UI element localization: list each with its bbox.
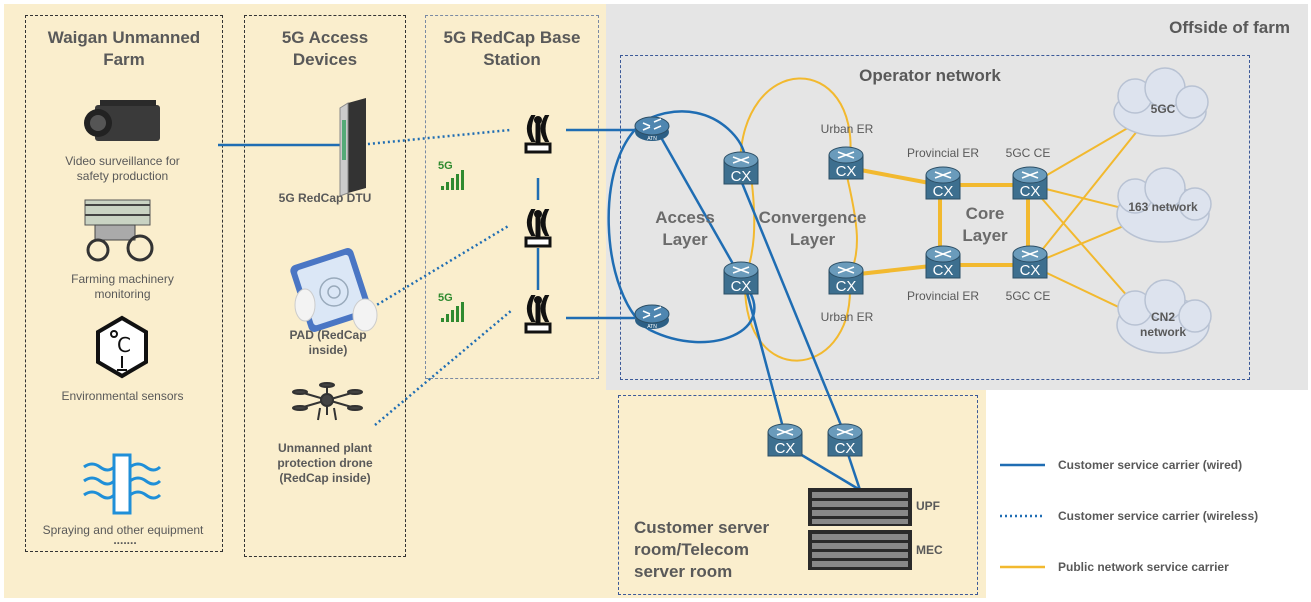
signal-icon-bottom — [441, 302, 464, 322]
convergence-layer-label: Convergence Layer — [758, 208, 867, 249]
pad-label: PAD (RedCap inside) — [289, 328, 367, 357]
legend-wireless-label: Customer service carrier (wireless) — [1058, 509, 1259, 523]
offside-title: Offside of farm — [1169, 18, 1290, 37]
provincial-er-bottom-label: Provincial ER — [906, 289, 980, 303]
farm-group-box — [25, 15, 223, 552]
atn-router-top — [634, 116, 670, 143]
core-ce-bottom-label: 5GC CE — [1005, 289, 1051, 303]
core-layer-label: Core Layer — [962, 204, 1008, 245]
base-station-tower-middle — [524, 205, 551, 246]
access-devices-title: 5G Access Devices — [281, 28, 369, 69]
upf-label: UPF — [916, 499, 940, 513]
core-ce-router-top — [1012, 166, 1048, 201]
provincial-er-top-label: Provincial ER — [906, 146, 980, 160]
drone-label: Unmanned plant protection drone (RedCap … — [277, 441, 373, 485]
access-layer-label: Access Layer — [655, 208, 715, 249]
operator-network-box — [620, 55, 1250, 380]
base-station-tower-top — [524, 111, 551, 152]
server-room-box — [618, 395, 978, 595]
atn-router-bottom — [634, 304, 670, 331]
cloud-163-label: 163 network — [1128, 200, 1198, 214]
cloud-5gc-icon — [1113, 67, 1209, 137]
drone-icon — [292, 382, 363, 421]
cloud-cn2-label: CN2 network — [1139, 310, 1186, 339]
core-ce-top-label: 5GC CE — [1005, 146, 1051, 160]
base-station-tower-bottom — [524, 291, 551, 332]
dtu-device-icon — [339, 98, 366, 197]
wired-links — [218, 110, 862, 492]
signal-icon-top — [441, 170, 464, 190]
signal-label-top: 5G — [438, 160, 453, 172]
more-items-ellipsis: ....... — [113, 533, 137, 547]
operator-network-title: Operator network — [859, 66, 1001, 85]
core-ce-router-bottom — [1012, 245, 1048, 280]
cloud-163-icon — [1116, 167, 1212, 243]
wireless-links — [357, 128, 513, 426]
urban-er-top-label: Urban ER — [820, 122, 874, 136]
convergence-router-top — [723, 151, 759, 186]
provincial-er-router-bottom — [925, 245, 961, 280]
urban-er-router-top — [828, 146, 864, 181]
spraying-equipment-icon — [83, 453, 162, 515]
signal-label-bottom: 5G — [438, 292, 453, 304]
cloud-5gc-label: 5GC — [1150, 102, 1176, 116]
provincial-er-router-top — [925, 166, 961, 201]
server-room-background — [606, 390, 986, 598]
redcap-group-box — [425, 15, 599, 379]
video-surveillance-label: Video surveillance for safety production — [65, 154, 180, 183]
farm-title: Waigan Unmanned Farm — [47, 28, 201, 69]
server-router-left — [767, 423, 803, 458]
farming-machinery-label: Farming machinery monitoring — [71, 272, 174, 301]
upf-server-icon — [808, 488, 912, 526]
convergence-router-bottom — [723, 261, 759, 296]
legend-public-label: Public network service carrier — [1058, 560, 1229, 574]
spraying-equipment-label: Spraying and other equipment — [42, 523, 204, 537]
redcap-base-station-title: 5G RedCap Base Station — [443, 28, 581, 69]
server-router-right — [827, 423, 863, 458]
environmental-sensor-icon: C — [96, 315, 148, 379]
server-room-title: Customer server room/Telecom server room — [634, 518, 770, 581]
urban-er-bottom-label: Urban ER — [820, 310, 874, 324]
access-devices-group-box — [244, 15, 406, 557]
camera-icon — [84, 100, 160, 141]
mec-server-icon — [808, 530, 912, 570]
svg-text:C: C — [117, 333, 131, 357]
mec-label: MEC — [916, 543, 943, 557]
dtu-label: 5G RedCap DTU — [278, 191, 372, 205]
cloud-cn2-icon — [1116, 279, 1212, 354]
environmental-sensors-label: Environmental sensors — [61, 389, 184, 403]
farming-machinery-icon — [84, 199, 154, 262]
urban-er-router-bottom — [828, 261, 864, 296]
pad-device-icon — [290, 248, 378, 332]
legend-wired-label: Customer service carrier (wired) — [1058, 458, 1243, 472]
